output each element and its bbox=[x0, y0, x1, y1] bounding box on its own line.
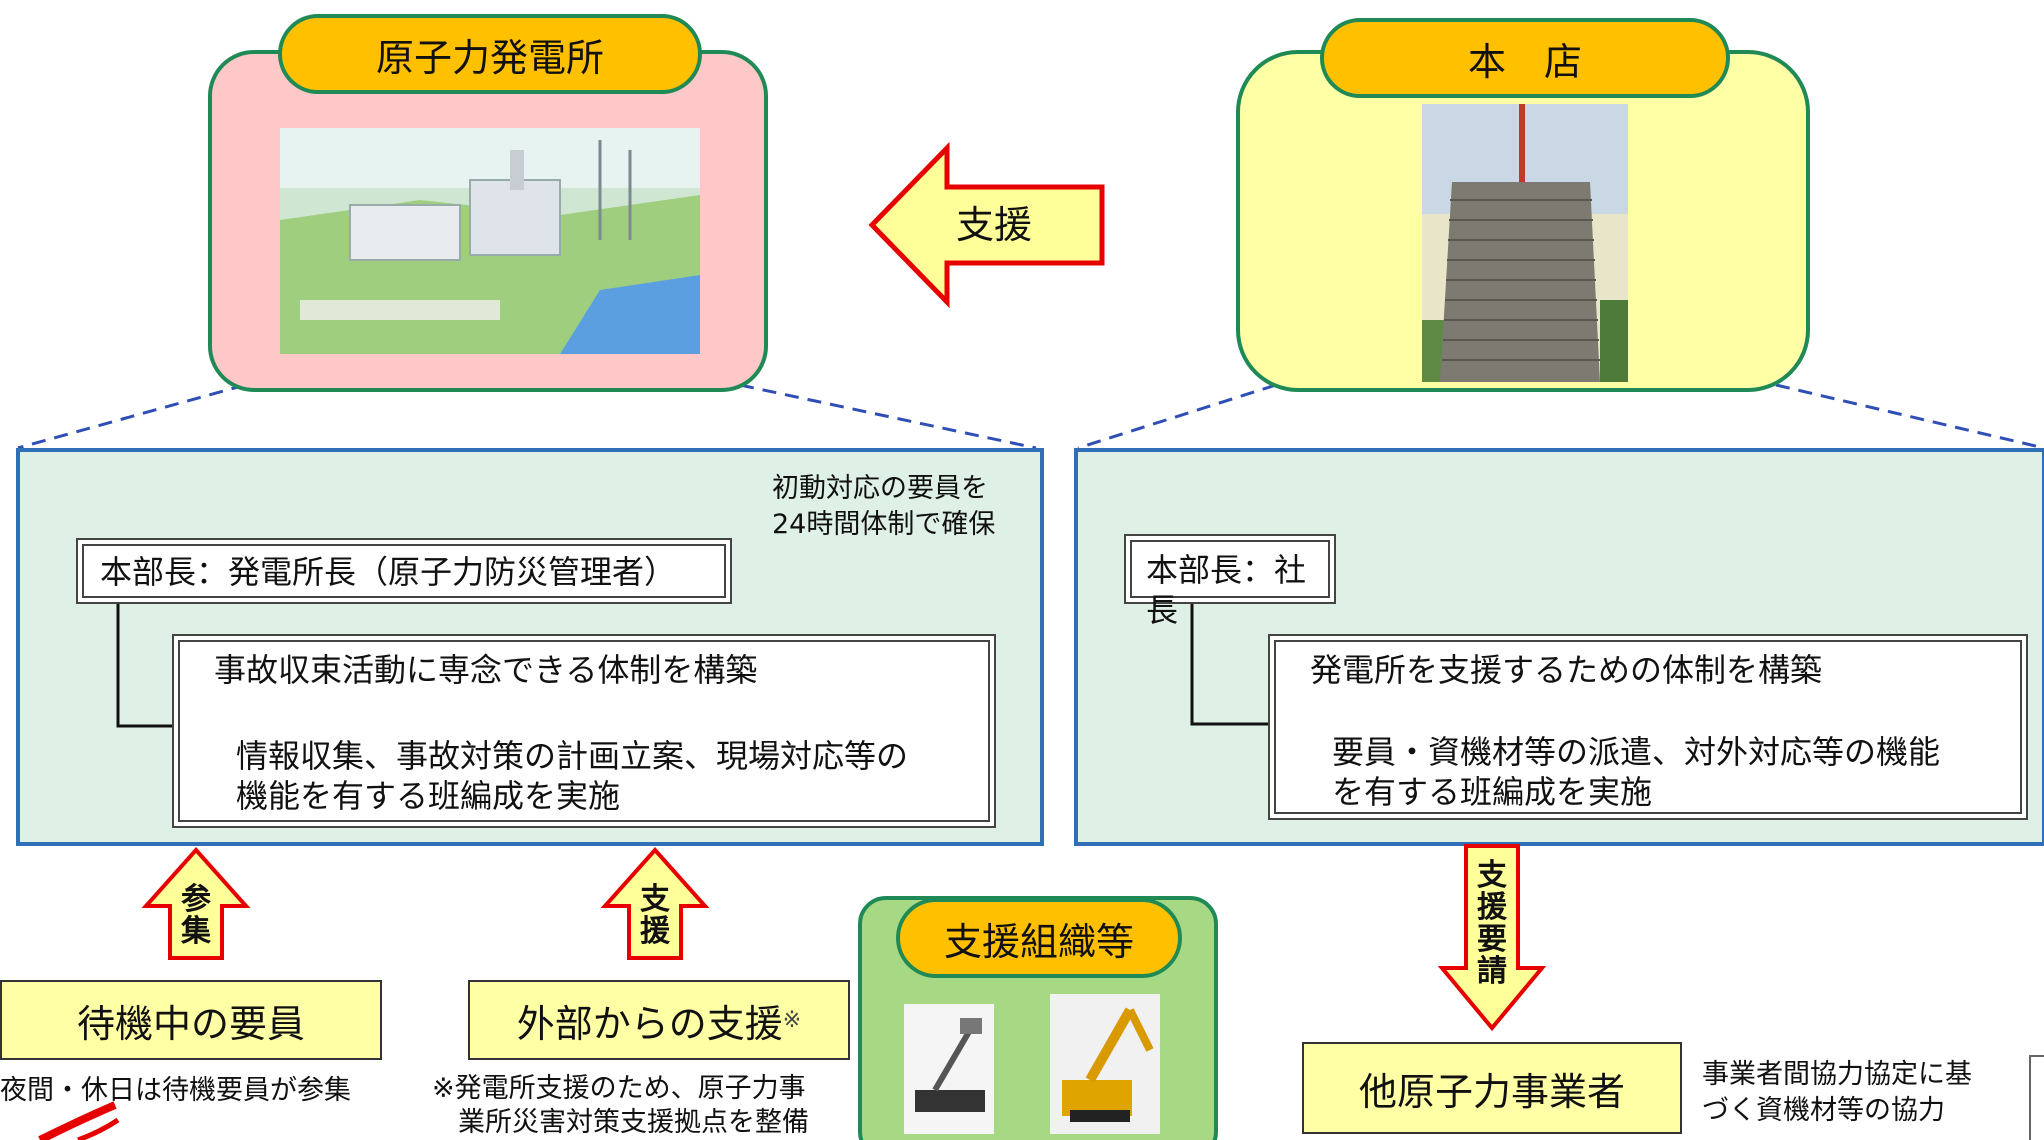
other-note-line2: づく資機材等の協力 bbox=[1702, 1095, 1945, 1126]
dashed-line-plant-right bbox=[739, 383, 1037, 450]
dashed-line-office-right bbox=[1775, 383, 2044, 450]
plant-head-text: 本部長：発電所長（原子力防災管理者） bbox=[100, 553, 677, 591]
dashed-line-plant-left bbox=[17, 383, 246, 450]
plant-body-title: 事故収束活動に専念できる体制を構築 bbox=[214, 651, 758, 689]
other-operators-label: 他原子力事業者 bbox=[1302, 1042, 1682, 1134]
office-body-line1: 要員・資機材等の派遣、対外対応等の機能 bbox=[1332, 733, 1941, 771]
support-arrow-left bbox=[868, 141, 1105, 309]
support-org-title: 支援組織等 bbox=[943, 919, 1134, 964]
robot-image-2 bbox=[1050, 994, 1160, 1134]
gather-arrow bbox=[141, 846, 251, 960]
plant-body-line2: 機能を有する班編成を実施 bbox=[236, 777, 621, 815]
office-tree-connector bbox=[1190, 602, 1268, 726]
plant-tree-connector bbox=[116, 602, 172, 728]
office-title-pill: 本 店 bbox=[1320, 18, 1730, 98]
external-note-line2: 業所災害対策支援拠点を整備 bbox=[458, 1107, 809, 1138]
office-photo bbox=[1422, 104, 1628, 382]
request-arrow-down bbox=[1437, 844, 1547, 1032]
office-head-text: 本部長：社長 bbox=[1146, 551, 1307, 629]
external-note-line1: ※発電所支援のため、原子力事 bbox=[432, 1073, 806, 1104]
plant-illustration bbox=[280, 128, 700, 354]
office-head-box: 本部長：社長 bbox=[1124, 534, 1336, 629]
plant-note-line2: 24時間体制で確保 bbox=[772, 509, 996, 540]
office-body-line2: を有する班編成を実施 bbox=[1332, 773, 1653, 811]
external-mark: ※ bbox=[782, 1007, 802, 1033]
support-org-pill: 支援組織等 bbox=[896, 898, 1182, 978]
plant-title-pill: 原子力発電所 bbox=[278, 14, 702, 94]
logo-swoosh-icon bbox=[38, 1101, 117, 1140]
office-body-title: 発電所を支援するための体制を構築 bbox=[1310, 651, 1823, 689]
standby-note: 夜間・休日は待機要員が参集 bbox=[0, 1075, 351, 1106]
external-label: 外部からの支援※ bbox=[468, 980, 850, 1060]
office-body-box: 発電所を支援するための体制を構築 要員・資機材等の派遣、対外対応等の機能 を有す… bbox=[1268, 634, 2028, 820]
request-label: 支 援 要 請 bbox=[1477, 858, 1507, 989]
standby-label: 待機中の要員 bbox=[0, 980, 382, 1060]
support-arrow-label: 支援 bbox=[956, 203, 1033, 247]
dashed-line-office-left bbox=[1077, 383, 1277, 450]
plant-head-box: 本部長：発電所長（原子力防災管理者） bbox=[76, 538, 732, 604]
edge-box bbox=[2029, 1055, 2044, 1140]
support-up-label: 支 援 bbox=[640, 882, 670, 949]
gather-label: 参 集 bbox=[181, 882, 211, 949]
plant-note-line1: 初動対応の要員を bbox=[772, 473, 988, 504]
support-arrow-up bbox=[600, 846, 710, 960]
plant-body-line1: 情報収集、事故対策の計画立案、現場対応等の bbox=[236, 737, 909, 775]
other-note-line1: 事業者間協力協定に基 bbox=[1702, 1059, 1972, 1090]
robot-image-1 bbox=[904, 1004, 994, 1134]
plant-body-box: 事故収束活動に専念できる体制を構築 情報収集、事故対策の計画立案、現場対応等の … bbox=[172, 634, 996, 828]
office-title: 本 店 bbox=[1467, 39, 1582, 84]
plant-title: 原子力発電所 bbox=[375, 35, 604, 80]
